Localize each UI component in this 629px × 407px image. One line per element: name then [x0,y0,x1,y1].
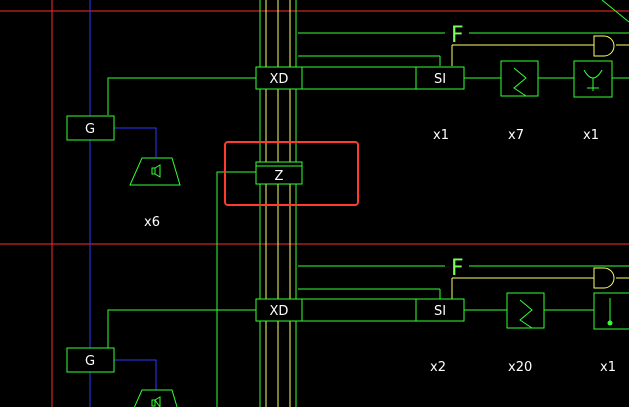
z-block[interactable]: Z [255,161,303,185]
si-block-bottom[interactable]: SI [415,298,465,322]
si-block-top[interactable]: SI [415,66,465,90]
f-label-bottom: F [451,256,464,281]
count-probe-bottom: x1 [600,360,616,375]
and-gate-icon[interactable] [593,35,615,57]
si-label-bottom: SI [434,304,446,319]
g-label-bottom: G [85,354,95,369]
speaker-icon[interactable] [130,389,180,407]
blue-bus [89,0,157,407]
f-symbol-bottom: F [445,255,469,281]
and-gate-icon[interactable] [593,267,615,289]
g-block-top[interactable]: G [66,115,115,141]
xd-label-top: XD [270,72,289,87]
speaker-icon[interactable] [129,157,181,186]
xd-block-top[interactable]: XD [255,66,417,90]
count-si-top: x1 [433,128,449,143]
count-speaker-top: x6 [144,215,160,230]
count-antenna-top: x1 [583,128,599,143]
g-label-top: G [85,122,95,137]
antenna-icon[interactable] [573,60,613,98]
s-curve-icon[interactable] [500,60,539,97]
si-label-top: SI [434,72,446,87]
xd-block-bottom[interactable]: XD [255,298,417,322]
count-s-top: x7 [508,128,524,143]
selection-highlight [224,141,359,206]
f-label-top: F [451,23,464,48]
z-label: Z [275,169,284,184]
count-si-bottom: x2 [430,360,446,375]
xd-label-bottom: XD [270,304,289,319]
f-symbol-top: F [445,22,469,48]
g-block-bottom[interactable]: G [66,347,115,373]
count-s-bottom: x20 [508,360,532,375]
probe-icon[interactable] [593,292,629,330]
s-curve-icon[interactable] [506,292,545,329]
